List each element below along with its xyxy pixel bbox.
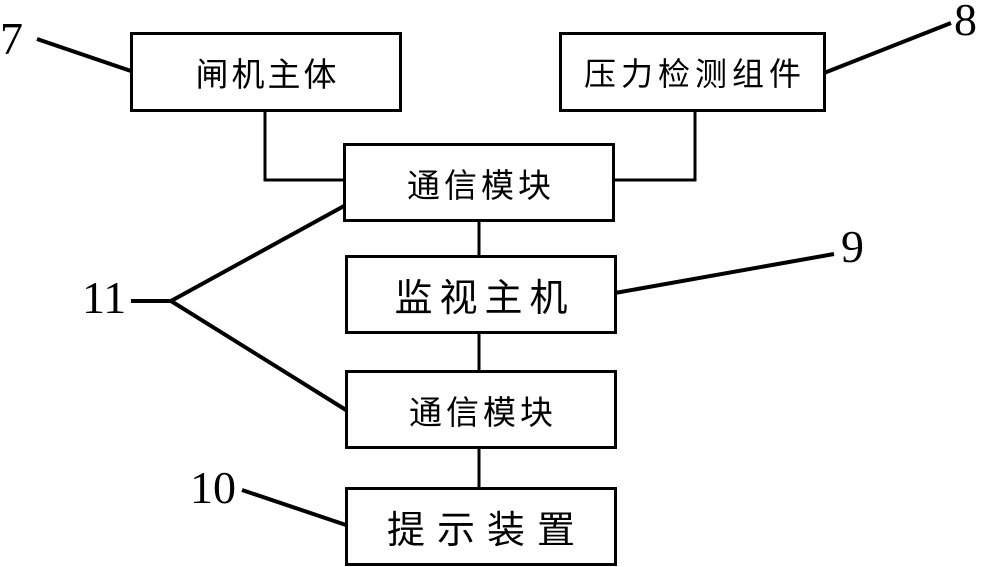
leader-line-11-to-upper-comm xyxy=(170,204,345,303)
leader-line-9 xyxy=(614,252,835,295)
box-monitoring-host: 监视主机 xyxy=(345,255,617,334)
gate-machine-body-label: 闸机主体 xyxy=(195,58,340,94)
ref-numeral-9: 9 xyxy=(841,221,864,272)
leader-line-8 xyxy=(823,21,952,75)
ref-numeral-11: 11 xyxy=(82,272,127,323)
box-communication-module-lower: 通信模块 xyxy=(345,370,617,449)
pressure-detection-assembly-label: 压力检测组件 xyxy=(583,56,806,92)
box-gate-machine-body: 闸机主体 xyxy=(130,32,402,112)
box-prompt-device: 提示装置 xyxy=(345,487,617,566)
communication-module-lower-label: 通信模块 xyxy=(409,395,557,432)
communication-module-upper-label: 通信模块 xyxy=(407,168,555,205)
ref-numeral-10: 10 xyxy=(190,462,236,513)
connector-gate-body-to-upper-comm xyxy=(263,111,343,182)
leader-line-10 xyxy=(241,488,347,527)
ref-numeral-7: 7 xyxy=(0,13,23,64)
box-pressure-detection-assembly: 压力检测组件 xyxy=(559,32,826,112)
leader-line-11-to-lower-comm xyxy=(169,299,348,412)
prompt-device-label: 提示装置 xyxy=(386,510,587,552)
connector-pressure-assembly-to-upper-comm xyxy=(614,111,697,182)
box-communication-module-upper: 通信模块 xyxy=(343,143,615,222)
ref-numeral-8: 8 xyxy=(954,0,977,45)
monitoring-host-label: 监视主机 xyxy=(394,278,575,320)
leader-line-7 xyxy=(36,37,132,73)
